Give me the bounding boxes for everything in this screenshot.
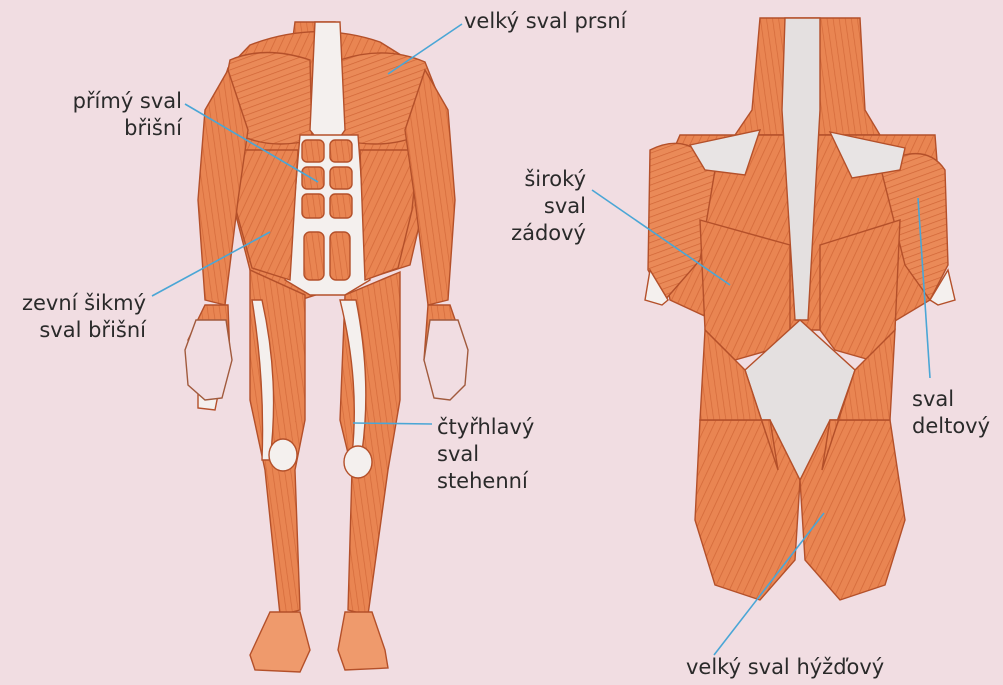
label-deltoid-line1: sval [912,386,990,413]
back-body-figure [645,18,955,600]
label-quadriceps-line2: sval [437,441,534,468]
label-external-oblique: zevní šikmý sval břišní [6,290,146,344]
label-oblique-line2: sval břišní [6,317,146,344]
label-rectus-abdominis: přímý sval břišní [56,88,182,142]
pointer-quadriceps [353,423,432,424]
label-rectus-line2: břišní [56,115,182,142]
label-pectoralis: velký sval prsní [464,8,627,35]
label-quadriceps-line1: čtyřhlavý [437,414,534,441]
label-gluteus: velký sval hýžďový [686,654,884,681]
label-latissimus-line1: široký [490,166,586,193]
label-latissimus-line2: sval [490,193,586,220]
label-oblique-line1: zevní šikmý [6,290,146,317]
label-rectus-line1: přímý sval [56,88,182,115]
label-latissimus-line3: zádový [490,220,586,247]
label-deltoid-line2: deltový [912,413,990,440]
label-quadriceps: čtyřhlavý sval stehenní [437,414,534,495]
label-deltoid: sval deltový [912,386,990,440]
label-latissimus: široký sval zádový [490,166,586,247]
label-quadriceps-line3: stehenní [437,468,534,495]
